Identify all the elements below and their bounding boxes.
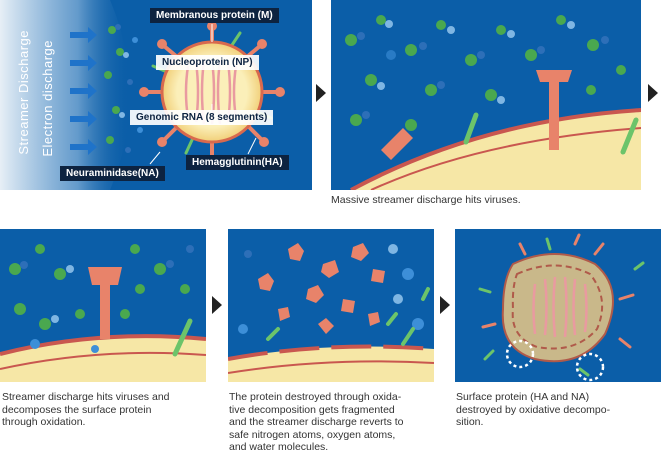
panel5-caption: Surface protein (HA and NA) destroyed by… <box>456 391 610 429</box>
streamer-discharge-label: Streamer Discharge <box>16 30 31 155</box>
oxidation-illustration <box>0 244 206 382</box>
oxidation-panel <box>0 229 206 382</box>
caption-line: The protein destroyed through oxida- <box>229 391 402 403</box>
electron-discharge-label: Electron discharge <box>40 40 55 157</box>
next-step-arrow <box>316 84 326 102</box>
panel4-caption: The protein destroyed through oxida- tiv… <box>229 391 404 454</box>
membranous-protein-label: Membranous protein (M) <box>150 8 279 23</box>
massive-discharge-panel <box>331 0 641 190</box>
caption-line: and the streamer discharge reverts to <box>229 416 404 428</box>
caption-line: safe nitrogen atoms, oxygen atoms, <box>229 428 396 441</box>
virus-structure-panel: Streamer Discharge Electron discharge Me… <box>0 0 312 190</box>
panel3-caption: Streamer discharge hits viruses and deco… <box>2 391 170 429</box>
genomic-rna-label: Genomic RNA (8 segments) <box>130 110 274 125</box>
caption-line: Streamer discharge hits viruses and <box>2 391 170 403</box>
neuraminidase-label: Neuraminidase(NA) <box>60 166 165 181</box>
hemagglutinin-label: Hemagglutinin(HA) <box>186 155 289 170</box>
caption-line: Surface protein (HA and NA) <box>456 391 590 403</box>
panel2-caption: Massive streamer discharge hits viruses. <box>331 194 521 207</box>
caption-line: decomposes the surface protein <box>2 403 152 416</box>
destroyed-virus-illustration <box>478 233 645 382</box>
caption-line: sition. <box>456 416 484 428</box>
fragmentation-illustration <box>228 243 434 382</box>
caption-line: through oxidation. <box>2 416 86 428</box>
caption-line: tive decomposition gets fragmented <box>229 403 395 416</box>
caption-line: destroyed by oxidative decompo- <box>456 403 611 416</box>
destroyed-virus-panel <box>455 229 661 382</box>
caption-line: and water molecules. <box>229 441 329 453</box>
fragmentation-panel <box>228 229 434 382</box>
caption-line: Massive streamer discharge hits viruses. <box>331 194 521 206</box>
next-step-arrow <box>440 296 450 314</box>
next-step-arrow <box>648 84 658 102</box>
massive-discharge-illustration <box>345 15 641 190</box>
next-step-arrow <box>212 296 222 314</box>
nucleoprotein-label: Nucleoprotein (NP) <box>156 55 259 70</box>
